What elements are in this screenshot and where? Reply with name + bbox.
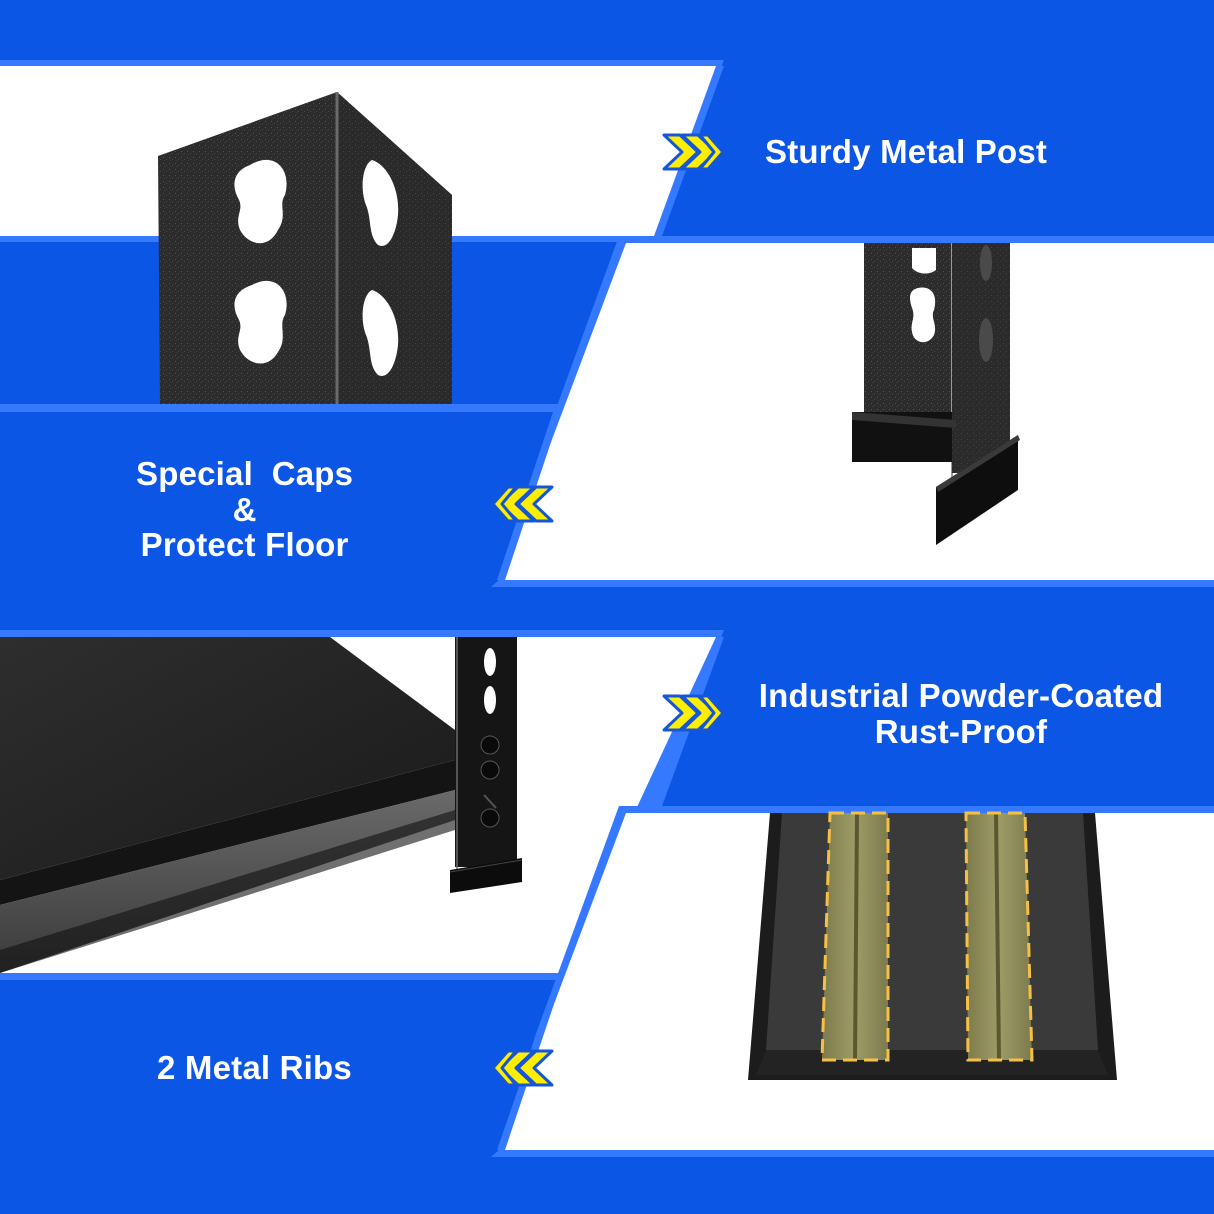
chevron-left-icon (491, 485, 554, 523)
chevron-right-icon (662, 694, 725, 732)
row-2-band-border (0, 404, 560, 412)
caption-powder-coated: Industrial Powder-Coated Rust-Proof (758, 677, 1164, 750)
post-foot-cap-image (852, 243, 1020, 545)
shelf-board-ribs-image (748, 811, 1117, 1080)
shelf-corner-image (0, 637, 523, 973)
chevron-left-icon (491, 1049, 554, 1087)
row-3-right-band (658, 630, 1214, 806)
row-1-right-band (658, 60, 1214, 236)
caption-special-caps: Special Caps & Protect Floor (136, 455, 354, 563)
caption-sturdy-metal-post: Sturdy Metal Post (765, 133, 1048, 170)
panel-2-white (499, 243, 1214, 580)
row-2-left-band (0, 412, 553, 587)
row-4-left-band (0, 980, 553, 1157)
row-4-left-band-top (0, 973, 562, 980)
chevron-right-icon (662, 133, 725, 171)
bottom-band (0, 1157, 1214, 1214)
caption-metal-ribs: 2 Metal Ribs (157, 1049, 352, 1086)
angle-post-top-image (158, 92, 452, 404)
